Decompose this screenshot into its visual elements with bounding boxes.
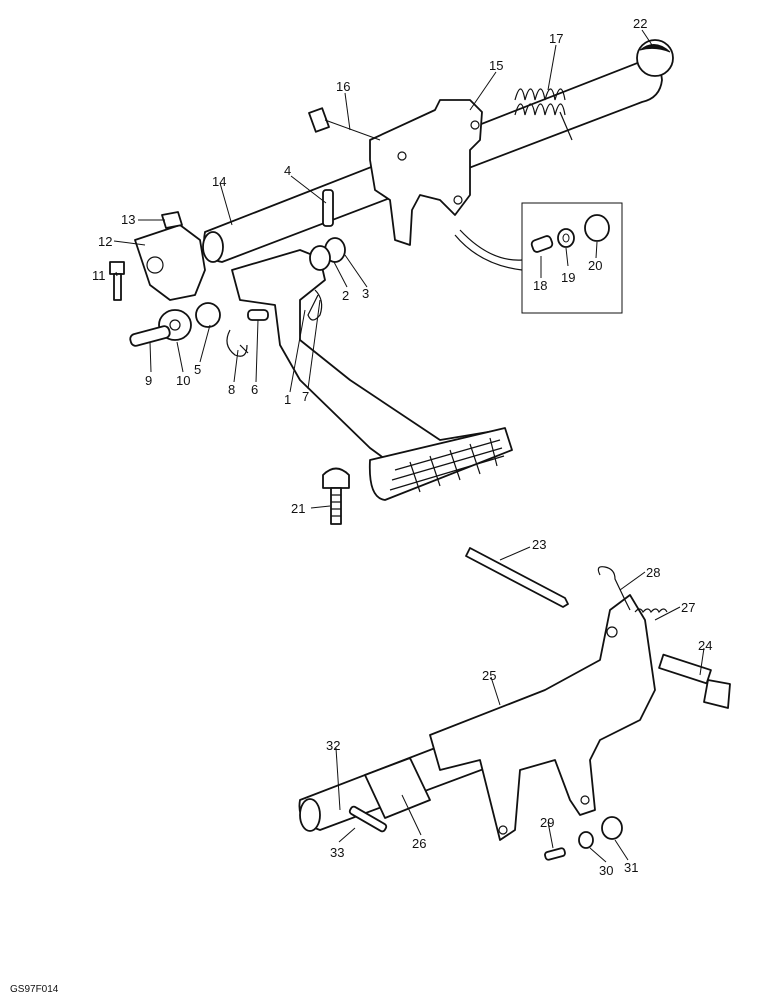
callout-11: 11 (92, 268, 106, 283)
callout-26: 26 (412, 836, 426, 851)
callout-21: 21 (291, 501, 305, 516)
spring-17-icon (514, 88, 573, 141)
callout-27: 27 (681, 600, 695, 615)
callout-5: 5 (194, 362, 201, 377)
release-fork-shaft-drawing (298, 547, 731, 861)
callout-19: 19 (561, 270, 575, 285)
callout-32: 32 (326, 738, 340, 753)
callout-24: 24 (698, 638, 712, 653)
bolt-11-icon (109, 261, 125, 301)
callout-18: 18 (533, 278, 547, 293)
callout-4: 4 (284, 163, 291, 178)
callout-33: 33 (330, 845, 344, 860)
callout-2: 2 (342, 288, 349, 303)
callout-1: 1 (284, 392, 291, 407)
callout-22: 22 (633, 16, 647, 31)
callout-13: 13 (121, 212, 135, 227)
callout-9: 9 (145, 373, 152, 388)
leader-lines (113, 29, 705, 863)
callout-30: 30 (599, 863, 613, 878)
bolt-21-icon (322, 467, 350, 525)
callout-7: 7 (302, 389, 309, 404)
cross-shaft-assembly-drawing (109, 39, 674, 501)
end-cap-22-icon (636, 39, 674, 77)
callout-8: 8 (228, 382, 235, 397)
callout-labels: 1 2 3 4 5 6 7 8 9 10 11 12 13 14 15 16 1… (92, 16, 712, 878)
callout-12: 12 (98, 234, 112, 249)
callout-29: 29 (540, 815, 554, 830)
bushing-inset-box (454, 202, 623, 314)
callout-10: 10 (176, 373, 190, 388)
callout-16: 16 (336, 79, 350, 94)
callout-6: 6 (251, 382, 258, 397)
pin-4-icon (322, 189, 334, 227)
callout-31: 31 (624, 860, 638, 875)
callout-28: 28 (646, 565, 660, 580)
bolt-24-icon (658, 653, 731, 709)
callout-25: 25 (482, 668, 496, 683)
callout-14: 14 (212, 174, 226, 189)
callout-17: 17 (549, 31, 563, 46)
callout-20: 20 (588, 258, 602, 273)
pedal-pad-icon (368, 427, 513, 501)
bolt-16-icon (308, 107, 381, 141)
callout-23: 23 (532, 537, 546, 552)
callout-15: 15 (489, 58, 503, 73)
figure-code: GS97F014 (10, 984, 59, 995)
callout-3: 3 (362, 286, 369, 301)
